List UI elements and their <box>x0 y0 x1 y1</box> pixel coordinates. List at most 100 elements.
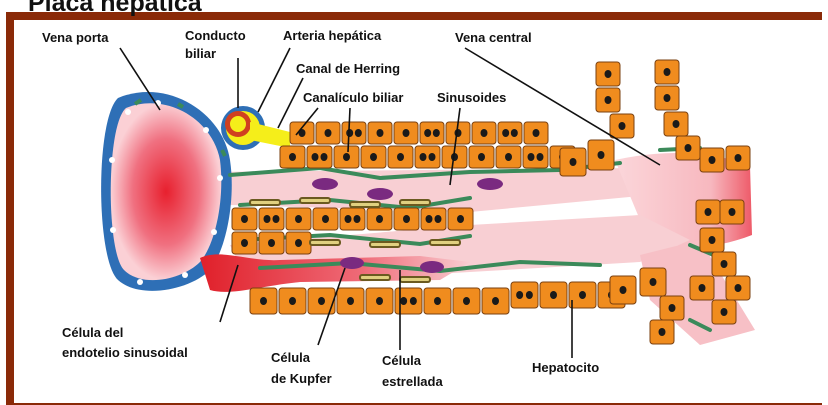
hepatocyte-nucleus <box>434 297 441 305</box>
hepatocyte-nucleus <box>273 215 280 223</box>
hepatocyte-nucleus <box>403 129 410 137</box>
kupffer-cell <box>367 188 393 200</box>
hepatocyte <box>307 146 332 168</box>
hepatocyte <box>420 122 444 144</box>
hepatocyte-nucleus <box>505 153 512 161</box>
hepatocyte-nucleus <box>709 236 716 244</box>
hepatic-artery-branch <box>200 254 470 292</box>
hepatocyte-nucleus <box>429 153 436 161</box>
hepatocyte-nucleus <box>354 215 361 223</box>
hepatocyte-nucleus <box>426 215 433 223</box>
hepatocyte-nucleus <box>377 129 384 137</box>
kupffer-cell <box>420 261 444 273</box>
hepatocyte-nucleus <box>241 239 248 247</box>
hepatocyte-nucleus <box>699 284 706 292</box>
hepatocyte <box>259 208 284 230</box>
hepatocyte-nucleus <box>579 291 586 299</box>
hepatocyte-nucleus <box>705 208 712 216</box>
hepatocyte-nucleus <box>511 129 518 137</box>
hepatocyte-nucleus <box>664 94 671 102</box>
hepatocyte-nucleus <box>264 215 271 223</box>
hepatocyte-nucleus <box>537 153 544 161</box>
kupffer-cell <box>477 178 503 190</box>
hepatocyte-nucleus <box>289 153 296 161</box>
hepatocyte-nucleus <box>410 297 417 305</box>
hepatocyte-nucleus <box>325 129 332 137</box>
hepatocyte-nucleus <box>492 297 499 305</box>
hepatocyte-nucleus <box>424 129 431 137</box>
hepatocyte-nucleus <box>463 297 470 305</box>
hepatocyte-nucleus <box>709 156 716 164</box>
label-celula-estrellada-2: estrellada <box>382 374 443 389</box>
hepatocyte-nucleus <box>533 129 540 137</box>
hepatocyte-nucleus <box>376 297 383 305</box>
hepatocyte <box>498 122 522 144</box>
hepatocyte <box>340 208 365 230</box>
hepatocyte-nucleus <box>268 239 275 247</box>
hepatocyte-nucleus <box>397 153 404 161</box>
hepatocyte-nucleus <box>312 153 319 161</box>
label-hepatocito: Hepatocito <box>532 360 599 375</box>
hepatocyte-nucleus <box>289 297 296 305</box>
hepatocyte-nucleus <box>403 215 410 223</box>
hepatocyte-nucleus <box>260 297 267 305</box>
hepatocyte-nucleus <box>345 215 352 223</box>
kupffer-cell <box>312 178 338 190</box>
hepatocyte-nucleus <box>619 122 626 130</box>
hepatocyte <box>342 122 366 144</box>
label-canal-herring: Canal de Herring <box>296 61 400 76</box>
bile-duct <box>221 106 290 150</box>
hepatocyte <box>395 288 422 314</box>
label-conducto-biliar-2: biliar <box>185 46 216 61</box>
label-sinusoides: Sinusoides <box>437 90 506 105</box>
hepatocyte-nucleus <box>673 120 680 128</box>
hepatocyte-nucleus <box>370 153 377 161</box>
hepatocyte-nucleus <box>659 328 666 336</box>
hepatocyte-nucleus <box>605 70 612 78</box>
hepatocyte-nucleus <box>355 129 362 137</box>
label-vena-central: Vena central <box>455 30 532 45</box>
label-celula-kupfer-2: de Kupfer <box>271 371 332 386</box>
hepatocyte-nucleus <box>322 215 329 223</box>
label-celula-endotelio: Célula del <box>62 325 123 340</box>
hepatocyte-nucleus <box>435 215 442 223</box>
label-canaliculo-biliar: Canalículo biliar <box>303 90 403 105</box>
hepatocyte <box>523 146 548 168</box>
hepatocyte <box>511 282 538 308</box>
label-celula-estrellada: Célula <box>382 353 422 368</box>
hepatocyte-nucleus <box>685 144 692 152</box>
hepatocyte-nucleus <box>516 291 523 299</box>
hepatocyte-nucleus <box>721 260 728 268</box>
label-celula-kupfer: Célula <box>271 350 311 365</box>
hepatocyte-nucleus <box>729 208 736 216</box>
hepatocyte-nucleus <box>528 153 535 161</box>
hepatocyte <box>415 146 440 168</box>
hepatocyte-nucleus <box>550 291 557 299</box>
hepatocyte-nucleus <box>295 215 302 223</box>
hepatocyte-nucleus <box>241 215 248 223</box>
hepatocyte-nucleus <box>664 68 671 76</box>
hepatocyte <box>421 208 446 230</box>
hepatocyte-nucleus <box>502 129 509 137</box>
hepatocyte-nucleus <box>457 215 464 223</box>
hepatocyte-nucleus <box>318 297 325 305</box>
hepatocyte-nucleus <box>605 96 612 104</box>
hepatocyte-nucleus <box>620 286 627 294</box>
hepatocyte-nucleus <box>455 129 462 137</box>
kupffer-cell <box>340 257 364 269</box>
hepatocyte-nucleus <box>481 129 488 137</box>
label-vena-porta: Vena porta <box>42 30 109 45</box>
hepatocyte-nucleus <box>570 158 577 166</box>
hepatocyte-nucleus <box>376 215 383 223</box>
label-conducto-biliar: Conducto <box>185 28 246 43</box>
hepatocyte-nucleus <box>721 308 728 316</box>
hepatocyte-nucleus <box>669 304 676 312</box>
label-arteria-hepatica: Arteria hepática <box>283 28 382 43</box>
label-celula-endotelio-2: endotelio sinusoidal <box>62 345 188 360</box>
hepatocyte-nucleus <box>343 153 350 161</box>
hepatocyte-nucleus <box>598 151 605 159</box>
hepatocyte-nucleus <box>295 239 302 247</box>
hepatocyte-nucleus <box>478 153 485 161</box>
